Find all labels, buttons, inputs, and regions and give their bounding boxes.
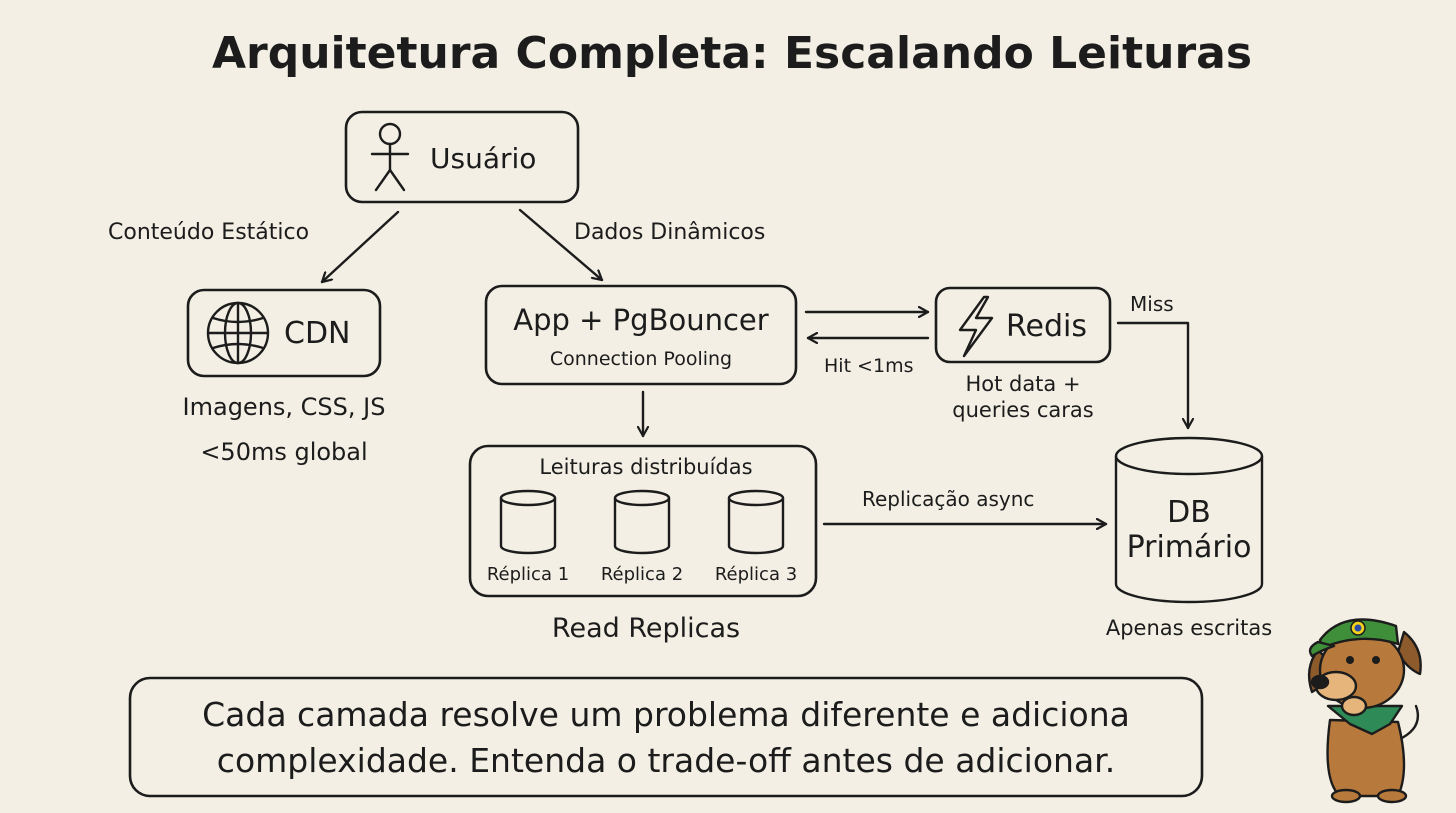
edge-label-replication: Replicação async [862,487,1034,511]
globe-icon [206,301,270,365]
app-label: App + PgBouncer [513,303,768,337]
node-db-primary: DB Primário [1114,436,1264,604]
user-label: Usuário [430,142,536,175]
replica-2-cylinder-icon [613,489,671,555]
replica-3-cylinder-icon [727,489,785,555]
db-caption: Apenas escritas [1106,616,1272,640]
edge-label-dynamic: Dados Dinâmicos [574,220,765,245]
node-app-pgbouncer: App + PgBouncer Connection Pooling [484,284,798,386]
db-label-line-2: Primário [1127,530,1252,565]
replica-2-label: Réplica 2 [601,564,683,585]
replica-1-cylinder-icon [499,489,557,555]
cdn-note-assets: Imagens, CSS, JS [183,393,386,421]
dog-mascot-icon [1307,618,1422,804]
redis-note-queries: queries caras [952,398,1093,422]
redis-note-hot-data: Hot data + [965,372,1080,396]
lightning-bolt-icon [958,295,994,358]
node-cdn: CDN [186,288,382,378]
arrow-redis-miss-to-db [1116,321,1188,430]
node-user: Usuário [344,110,580,204]
app-sublabel: Connection Pooling [550,348,732,370]
edge-label-static: Conteúdo Estático [108,220,309,245]
footer-line-2: complexidade. Entenda o trade-off antes … [217,741,1115,780]
edge-label-hit: Hit <1ms [824,355,913,377]
footer-line-1: Cada camada resolve um problema diferent… [202,695,1130,734]
redis-label: Redis [1006,309,1087,344]
replicas-header: Leituras distribuídas [539,455,752,479]
arrow-user-to-app [518,208,604,282]
stick-figure-icon [370,122,410,192]
cdn-label: CDN [284,316,351,351]
db-label-line-1: DB [1167,495,1211,530]
node-read-replicas: Leituras distribuídas Réplica 1 Réplica … [468,444,818,598]
replicas-caption: Read Replicas [552,613,740,644]
replica-3-label: Réplica 3 [715,564,797,585]
edge-label-miss: Miss [1130,292,1174,316]
replica-1-label: Réplica 1 [487,564,569,585]
footer-callout: Cada camada resolve um problema diferent… [128,676,1204,798]
page-title: Arquitetura Completa: Escalando Leituras [212,28,1252,79]
arrow-user-to-cdn [320,210,400,284]
cdn-note-latency: <50ms global [200,438,367,466]
node-redis: Redis [934,286,1112,364]
